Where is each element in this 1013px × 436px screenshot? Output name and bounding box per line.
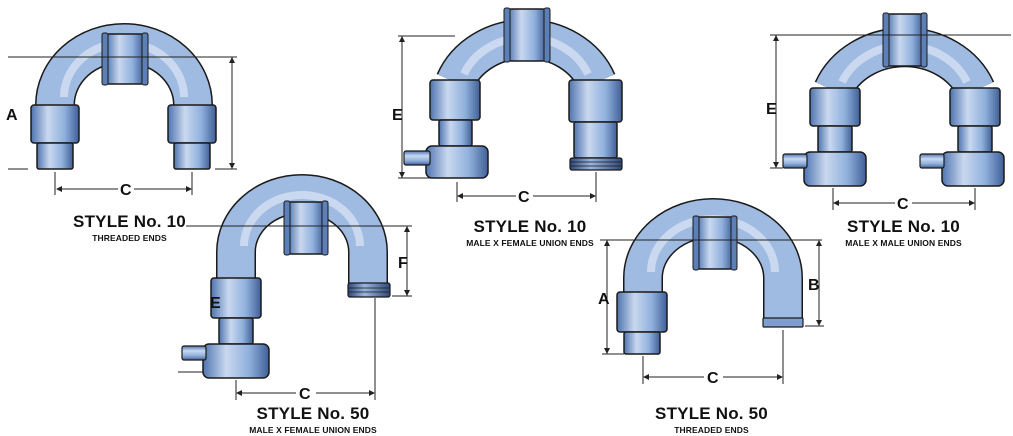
caption-fitting-3: STYLE No. 10 MALE X MALE UNION ENDS	[826, 217, 981, 248]
dim-label-b: B	[808, 277, 820, 294]
dim-label-c: C	[299, 386, 311, 403]
caption-title: STYLE No. 50	[655, 404, 768, 423]
caption-title: STYLE No. 50	[256, 404, 370, 423]
threaded-end-left	[30, 104, 80, 144]
threaded-end-right	[167, 104, 217, 144]
caption-title: STYLE No. 10	[847, 217, 960, 236]
caption-fitting-1: STYLE No. 10 THREADED ENDS	[52, 212, 207, 243]
fitting-style10-male-male: E C	[766, 12, 1011, 213]
fitting-style10-threaded: A C	[6, 23, 237, 199]
caption-subtitle: MALE X FEMALE UNION ENDS	[466, 238, 594, 248]
fitting-style50-threaded: A B C	[598, 198, 824, 387]
caption-fitting-2: STYLE No. 10 MALE X FEMALE UNION ENDS	[445, 217, 615, 248]
caption-subtitle: THREADED ENDS	[92, 233, 167, 243]
caption-title: STYLE No. 10	[473, 217, 587, 236]
dim-label-f: F	[398, 255, 408, 272]
caption-subtitle: MALE X FEMALE UNION ENDS	[249, 425, 377, 435]
dim-label-e: E	[392, 107, 403, 124]
caption-fitting-4: STYLE No. 50 MALE X FEMALE UNION ENDS	[228, 404, 398, 435]
caption-subtitle: THREADED ENDS	[674, 425, 749, 435]
dim-label-a: A	[6, 107, 18, 124]
dim-label-e: E	[210, 295, 221, 312]
dim-label-a: A	[598, 291, 610, 308]
caption-fitting-5: STYLE No. 50 THREADED ENDS	[634, 404, 789, 435]
fitting-style10-male-female: E C	[392, 7, 623, 206]
caption-title: STYLE No. 10	[73, 212, 186, 231]
dim-label-c: C	[518, 189, 530, 206]
swivel-collar	[105, 33, 145, 85]
dim-label-c: C	[707, 370, 719, 387]
dim-label-e: E	[766, 101, 777, 118]
dim-label-c: C	[897, 196, 909, 213]
fitting-style50-male-female: F E C	[178, 174, 412, 403]
caption-subtitle: MALE X MALE UNION ENDS	[845, 238, 962, 248]
dim-label-c: C	[120, 182, 132, 199]
